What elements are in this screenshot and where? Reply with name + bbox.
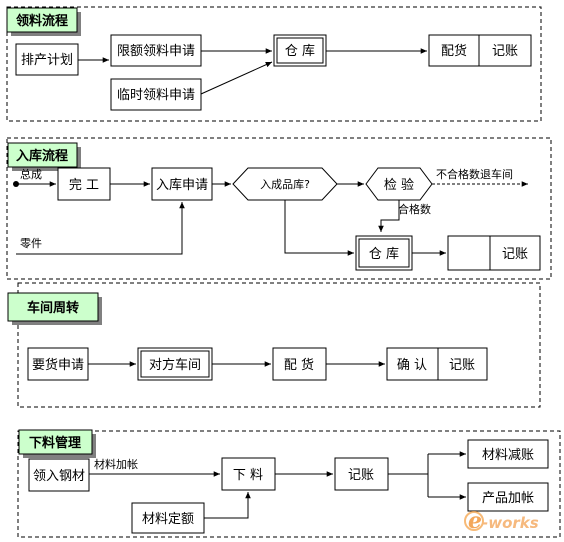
workshop-request-label: 要货申请 (32, 357, 84, 373)
issue-section-title-box (6, 7, 78, 33)
finish-box (57, 167, 111, 201)
workshop-distribute-box (272, 347, 327, 381)
return-record-label: 记账 (348, 468, 374, 483)
decision-label: 入成品库? (260, 178, 310, 191)
temp-request-label: 临时领料申请 (117, 88, 195, 103)
parts-label: 零件 (20, 237, 42, 250)
watermark-suffix: -works (482, 514, 539, 532)
return-section-title: 下料管理 (29, 435, 81, 451)
assembly-label: 总成 (20, 167, 42, 181)
inbound-request-label: 入库申请 (156, 177, 208, 193)
inbound-request-box (151, 167, 213, 201)
steel-box (28, 458, 90, 492)
cutting-label: 下 料 (233, 468, 263, 483)
steel-label: 领入钢材 (33, 469, 85, 484)
distribute-record-box (428, 34, 532, 67)
plan-label: 排产计划 (21, 53, 73, 68)
plan-box (15, 43, 79, 76)
quota-label: 材料定额 (142, 512, 194, 527)
material-reduce-box (467, 439, 549, 469)
finish-label: 完 工 (69, 178, 99, 193)
material-reduce-label: 材料减账 (482, 448, 534, 463)
product-add-box (467, 482, 549, 512)
workshop-request-box (27, 347, 89, 381)
pass-label: 合格数 (398, 202, 431, 216)
issue-section-frame (6, 6, 542, 122)
quota-request-box (110, 34, 202, 67)
workshop-distribute-label: 配 货 (284, 357, 314, 373)
product-add-label: 产品加帐 (482, 491, 534, 506)
distribute-label: 配货 (441, 43, 467, 59)
inbound-section-title-box (7, 142, 78, 168)
workshop-section-title: 车间周转 (27, 300, 79, 316)
issue-warehouse-label: 仓 库 (285, 43, 315, 59)
workshop-record-label: 记账 (449, 358, 475, 373)
confirm-label: 确 认 (397, 358, 427, 373)
watermark-prefix: e (468, 508, 482, 534)
inbound-record-label: 记账 (502, 247, 528, 262)
inspect-label: 检 验 (384, 177, 414, 193)
workshop-section-frame (17, 282, 541, 408)
return-section-frame (17, 430, 561, 538)
inbound-warehouse-label: 仓 库 (369, 246, 399, 262)
eworks-watermark-logo: e -works (464, 508, 539, 534)
material-add-label: 材料加帐 (94, 457, 138, 471)
reject-label: 不合格数退车间 (436, 167, 513, 181)
inbound-section-title: 入库流程 (16, 148, 68, 164)
issue-record-label: 记账 (492, 44, 518, 59)
inbound-record-box (447, 235, 541, 271)
quota-request-label: 限额领料申请 (117, 44, 195, 59)
confirm-record-box (386, 347, 488, 381)
temp-request-box (110, 78, 202, 111)
return-section-title-box (18, 429, 93, 455)
other-workshop-label: 对方车间 (149, 357, 201, 373)
workshop-section-title-box (7, 292, 99, 322)
issue-section-title: 领料流程 (16, 13, 68, 29)
